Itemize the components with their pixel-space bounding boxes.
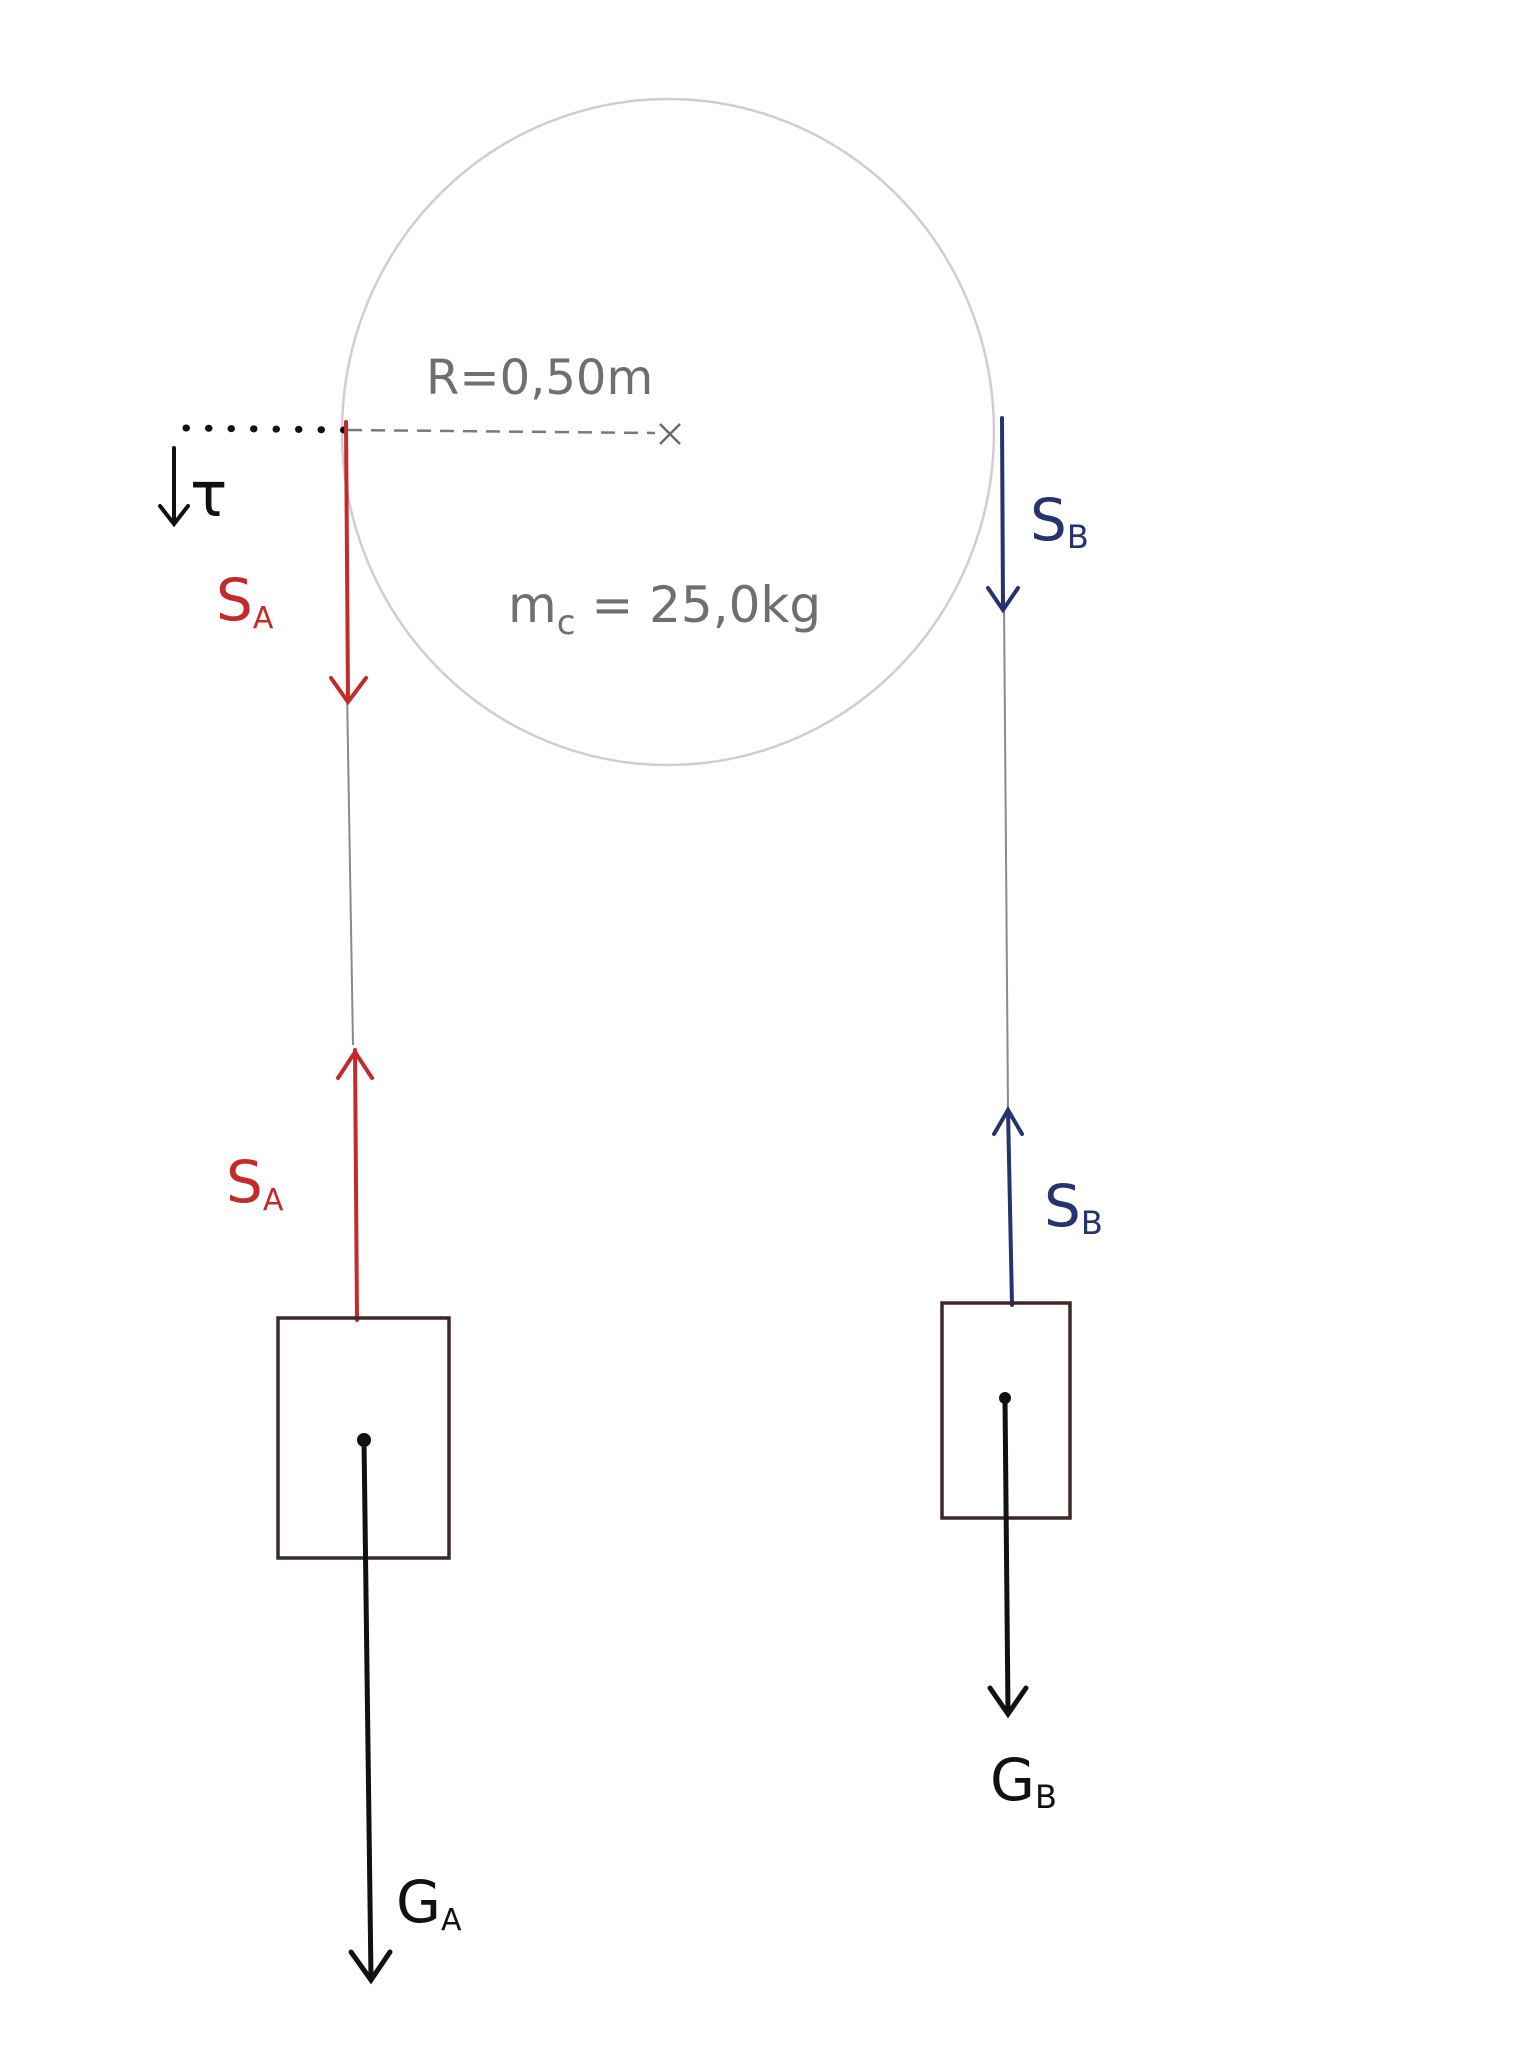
weight-a-label: GA xyxy=(396,1868,462,1938)
weight-b-label: GB xyxy=(990,1746,1057,1816)
tension-b-bottom-arrow xyxy=(992,1106,1024,1307)
rope-a xyxy=(346,689,354,1046)
tension-b-top-label: SB xyxy=(1030,486,1089,556)
torque-reference-line xyxy=(182,424,348,434)
tension-a-bottom-label: SA xyxy=(226,1148,284,1218)
tension-a-bottom-arrow xyxy=(336,1048,374,1322)
pulley-radius-label: R=0,50m xyxy=(426,350,653,406)
radius-line xyxy=(347,428,656,435)
pulley-center-mark xyxy=(659,423,681,445)
torque-arrow-icon xyxy=(158,446,190,528)
tension-a-top-arrow xyxy=(329,420,368,706)
pulley-mass-value: = 25,0kg xyxy=(575,576,821,634)
pulley-mass-symbol: m xyxy=(508,576,557,634)
tension-a-top-label: SA xyxy=(216,566,274,636)
tension-b-top-arrow xyxy=(986,416,1020,614)
pulley-mass-label: mc = 25,0kg xyxy=(508,576,821,643)
weight-b-arrow xyxy=(987,1395,1029,1719)
pulley-mass-subscript: c xyxy=(557,603,576,643)
torque-symbol: τ xyxy=(190,458,227,531)
rope-b xyxy=(1003,599,1009,1111)
weight-a-arrow xyxy=(348,1437,393,1985)
tension-b-bottom-label: SB xyxy=(1044,1172,1103,1242)
